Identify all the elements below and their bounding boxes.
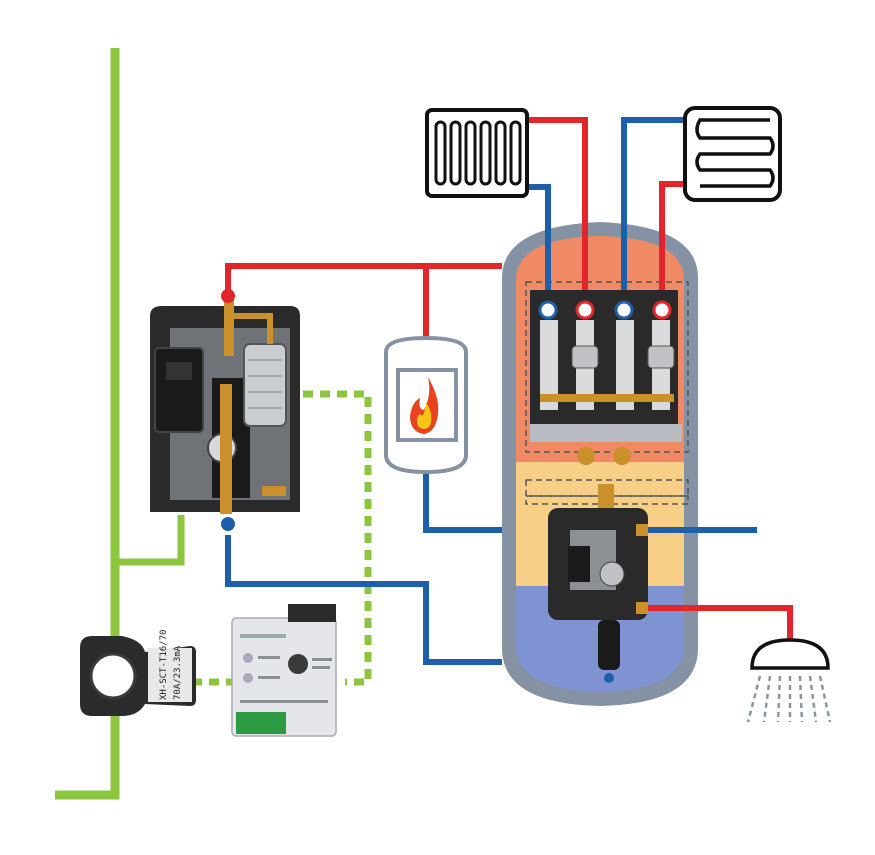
cold-pipe-radiator bbox=[527, 184, 551, 310]
signal-line-controller-to-unit bbox=[303, 390, 372, 686]
power-branch-to-heat-unit bbox=[115, 515, 185, 566]
electric-heat-unit bbox=[150, 289, 300, 531]
shower-head-icon bbox=[746, 638, 832, 723]
sensor-label-line1: XH-SCT-T16/70 bbox=[159, 630, 169, 700]
hot-supply-pipes bbox=[225, 117, 793, 650]
fresh-water-station bbox=[548, 484, 648, 683]
underfloor-heating-icon bbox=[683, 106, 782, 202]
boiler-flame-icon bbox=[384, 335, 468, 475]
current-clamp-icon bbox=[80, 636, 196, 716]
hot-pipe-main bbox=[225, 263, 502, 292]
cold-return-pipes bbox=[225, 117, 757, 665]
flame-inner bbox=[416, 402, 432, 429]
electric-wiring bbox=[55, 48, 372, 800]
cold-pipe-boiler bbox=[423, 470, 502, 533]
sensor-label-line2: 70A/23.3mA bbox=[173, 645, 183, 700]
unit-heat-exchanger bbox=[243, 343, 287, 427]
main-power-line bbox=[55, 48, 120, 800]
radiator-icon bbox=[425, 108, 529, 198]
pump-station bbox=[538, 300, 675, 410]
din-rail-controller-icon bbox=[231, 604, 337, 737]
hot-pipe-shower bbox=[646, 605, 793, 650]
pump-manifold bbox=[530, 290, 682, 465]
cold-pipe-unit-return bbox=[225, 535, 502, 665]
unit-controller-panel bbox=[154, 347, 204, 433]
hot-pipe-radiator bbox=[527, 117, 588, 310]
cold-pipe-underfloor bbox=[621, 117, 694, 310]
